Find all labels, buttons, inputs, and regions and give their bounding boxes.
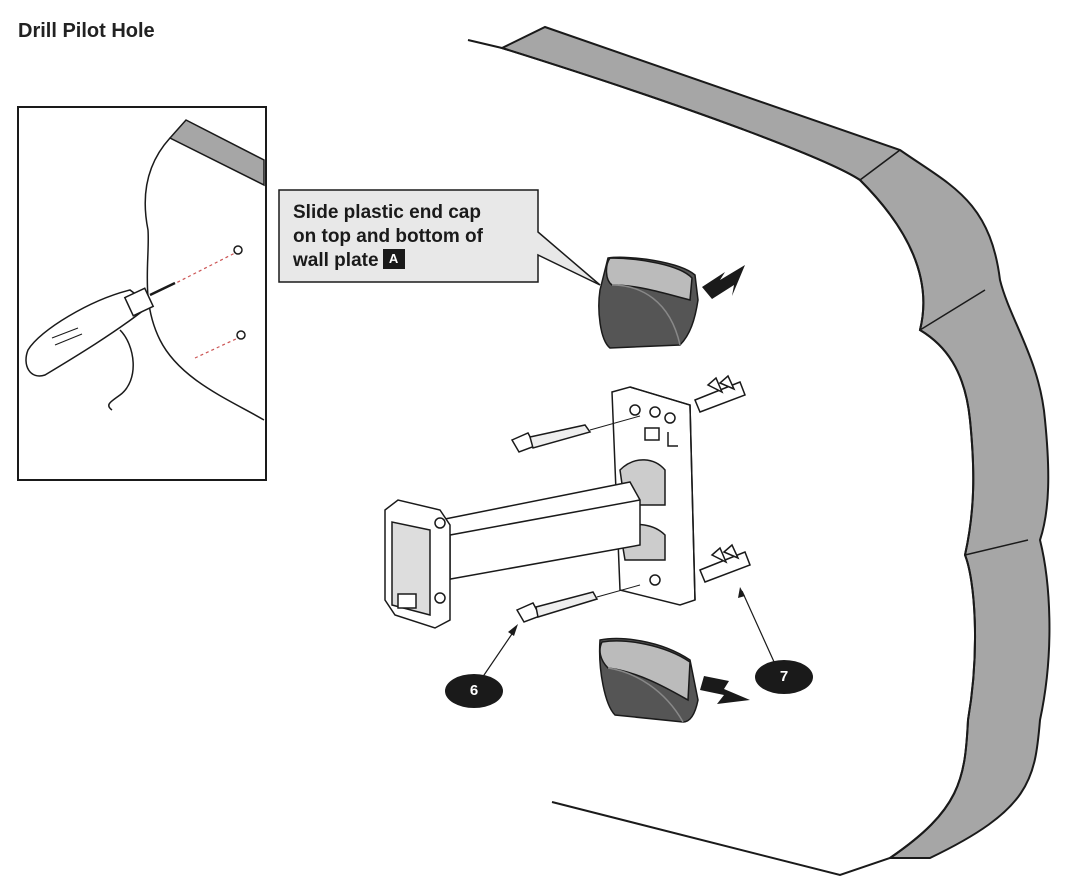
leader-6 (481, 627, 517, 679)
lower-anchor (699, 543, 751, 583)
callout-line-3-text: wall plate (293, 250, 379, 271)
pilot-hole-upper (233, 245, 243, 255)
top-end-cap (598, 256, 699, 349)
swing-arm (439, 481, 641, 581)
wall-plate (611, 386, 696, 606)
label-7-badge (755, 660, 813, 694)
upper-anchor (694, 374, 746, 413)
callout-text: Slide plastic end cap on top and bottom … (293, 201, 533, 273)
upper-screw (510, 424, 592, 453)
lower-screw-guide (596, 584, 641, 598)
lower-screw (515, 591, 599, 623)
wall-face-outline (467, 39, 976, 877)
wall-seam-2 (919, 289, 986, 331)
drill-inset (17, 106, 267, 481)
label-7: 7 (779, 668, 789, 685)
mount-head (384, 499, 451, 629)
leader-6-arrowhead (508, 624, 518, 636)
page-title: Drill Pilot Hole (18, 20, 155, 42)
callout-line-1: Slide plastic end cap (293, 202, 481, 223)
wall-seam-3 (964, 539, 1029, 556)
label-6-badge (445, 674, 503, 708)
callout-badge-a: A (382, 248, 405, 269)
bottom-end-cap (598, 637, 699, 723)
bottom-cap-arrow (700, 676, 750, 704)
wall (467, 25, 1051, 877)
top-cap-arrow (702, 265, 745, 299)
label-6: 6 (469, 682, 479, 699)
wall-seam-1 (859, 149, 901, 181)
callout-line-2: on top and bottom of (293, 226, 483, 247)
upper-screw-guide (589, 415, 641, 431)
callout-box (278, 189, 601, 286)
drill-icon (25, 281, 176, 411)
pilot-hole-lower (236, 330, 246, 340)
leader-7 (741, 590, 776, 665)
leader-7-arrowhead (738, 587, 745, 598)
